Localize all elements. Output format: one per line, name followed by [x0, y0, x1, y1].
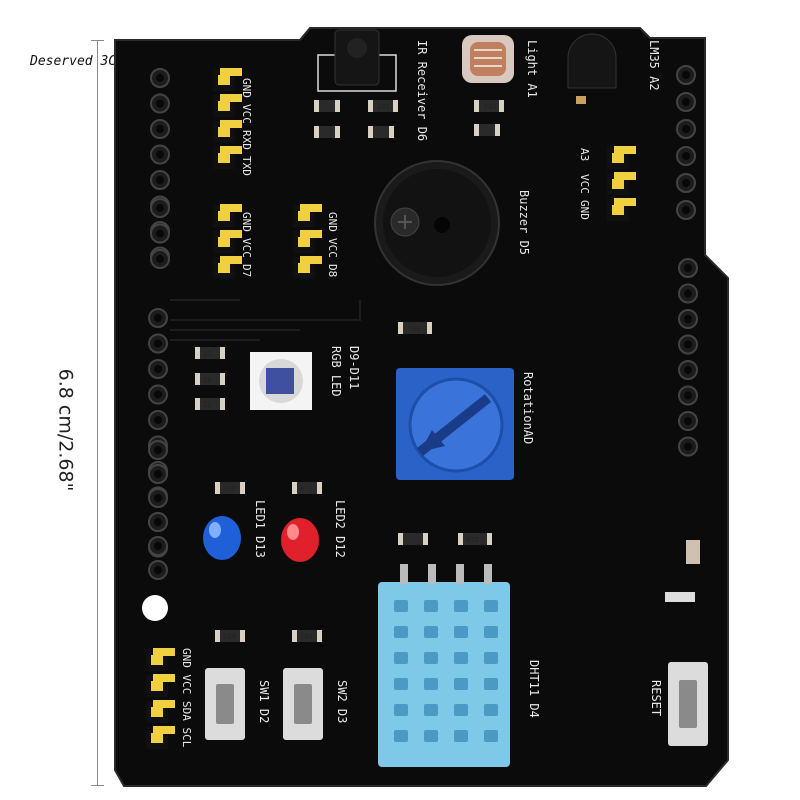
label-a3-a3: A3	[578, 148, 591, 162]
label-d7-d7: D7	[240, 264, 253, 278]
label-a3-vcc: VCC	[578, 174, 591, 194]
dht11-vent	[394, 600, 408, 612]
dht11-vent	[394, 652, 408, 664]
label-rgb-pins: D9-D11	[347, 346, 361, 390]
label-buzzer: Buzzer D5	[517, 190, 531, 256]
light-sensor	[462, 35, 514, 83]
uart-header	[213, 68, 242, 169]
label-rgb-led: RGB LED	[329, 346, 343, 397]
smd-diode	[665, 592, 695, 602]
dht11-vent	[454, 678, 468, 690]
left-header-pins	[148, 68, 170, 580]
label-uart-vcc: VCC	[240, 104, 253, 124]
dht11-vent	[484, 730, 498, 742]
label-d7-vcc: VCC	[240, 238, 253, 258]
smd-code-sw1-r: 103	[223, 633, 236, 641]
button-reset	[668, 662, 708, 746]
smd-components	[195, 100, 504, 642]
label-d8-gnd: GND	[326, 212, 339, 232]
dimension-line	[97, 40, 98, 785]
dht11-vent	[484, 600, 498, 612]
dht11-vent	[424, 626, 438, 638]
dht11-sensor	[378, 564, 510, 767]
potentiometer	[396, 368, 514, 480]
dht11-vent	[454, 704, 468, 716]
label-light: Light A1	[525, 40, 539, 98]
smd-code-sw2-r: 103	[300, 633, 313, 641]
dht11-vent	[484, 626, 498, 638]
dht11-vent	[454, 600, 468, 612]
dht11-vent	[394, 730, 408, 742]
smd-code-rgb-r2: 22	[203, 376, 212, 384]
right-header-pins	[676, 65, 698, 457]
i2c-header	[146, 648, 175, 749]
dht11-vent	[394, 678, 408, 690]
a3-header	[607, 146, 636, 221]
watermark-text: Deserved 3C	[30, 54, 117, 69]
dht11-vent	[484, 704, 498, 716]
label-uart-gnd: GND	[240, 78, 253, 98]
label-ir-receiver: IR Receiver D6	[415, 40, 429, 142]
dht11-vent	[424, 704, 438, 716]
smd-code-rgb-r3: 22	[203, 401, 212, 409]
led-red	[281, 518, 319, 562]
label-a3-gnd: GND	[578, 200, 591, 220]
d7-header	[213, 204, 242, 279]
dht11-vent	[424, 652, 438, 664]
label-sw1: SW1 D2	[257, 680, 271, 724]
smd-code-led1-r: 102	[223, 485, 236, 493]
dimension-cap-bottom	[91, 785, 104, 786]
dht11-vent	[454, 652, 468, 664]
label-i2c: GND VCC SDA SCL	[180, 648, 193, 748]
buzzer	[374, 160, 500, 286]
dht11-vent	[484, 678, 498, 690]
dht11-vent	[394, 704, 408, 716]
lm35-sensor	[567, 33, 617, 104]
label-led2: LED2 D12	[333, 500, 347, 558]
label-uart-rxd: RXD	[240, 130, 253, 150]
smd-capacitor	[686, 540, 700, 564]
button-sw1	[205, 668, 245, 740]
label-uart-txd: TXD	[240, 156, 253, 176]
label-d8-vcc: VCC	[326, 238, 339, 258]
smd-code-rgb-r1: 22	[203, 350, 212, 358]
smd-code-ir-r1: 102	[377, 103, 390, 111]
ir-receiver	[317, 29, 397, 92]
smd-code-r-top: 102	[408, 325, 421, 333]
smd-code-led2-r: 471	[300, 485, 313, 493]
label-dht11: DHT11 D4	[527, 660, 541, 718]
label-reset: RESET	[649, 680, 663, 717]
dht11-vent	[424, 678, 438, 690]
label-lm35: LM35 A2	[647, 40, 661, 91]
dht11-vent	[484, 652, 498, 664]
dht11-vent	[454, 626, 468, 638]
label-led1: LED1 D13	[253, 500, 267, 558]
label-d7-gnd: GND	[240, 212, 253, 232]
dht11-vent	[394, 626, 408, 638]
led-blue	[203, 516, 241, 560]
rgb-led	[250, 352, 312, 410]
mounting-hole	[142, 595, 168, 621]
dimension-cap-top	[91, 40, 104, 41]
button-sw2	[283, 668, 323, 740]
d8-header	[293, 204, 322, 279]
smd-code-dht-r: 472	[466, 536, 479, 544]
dht11-vent	[424, 600, 438, 612]
pcb-traces	[170, 299, 361, 341]
label-sw2: SW2 D3	[335, 680, 349, 724]
smd-code-light-r: C01	[484, 103, 497, 111]
dht11-vent	[424, 730, 438, 742]
dht11-vent	[454, 730, 468, 742]
label-rotation: RotationAD	[521, 372, 535, 445]
label-d8-d8: D8	[326, 264, 339, 278]
